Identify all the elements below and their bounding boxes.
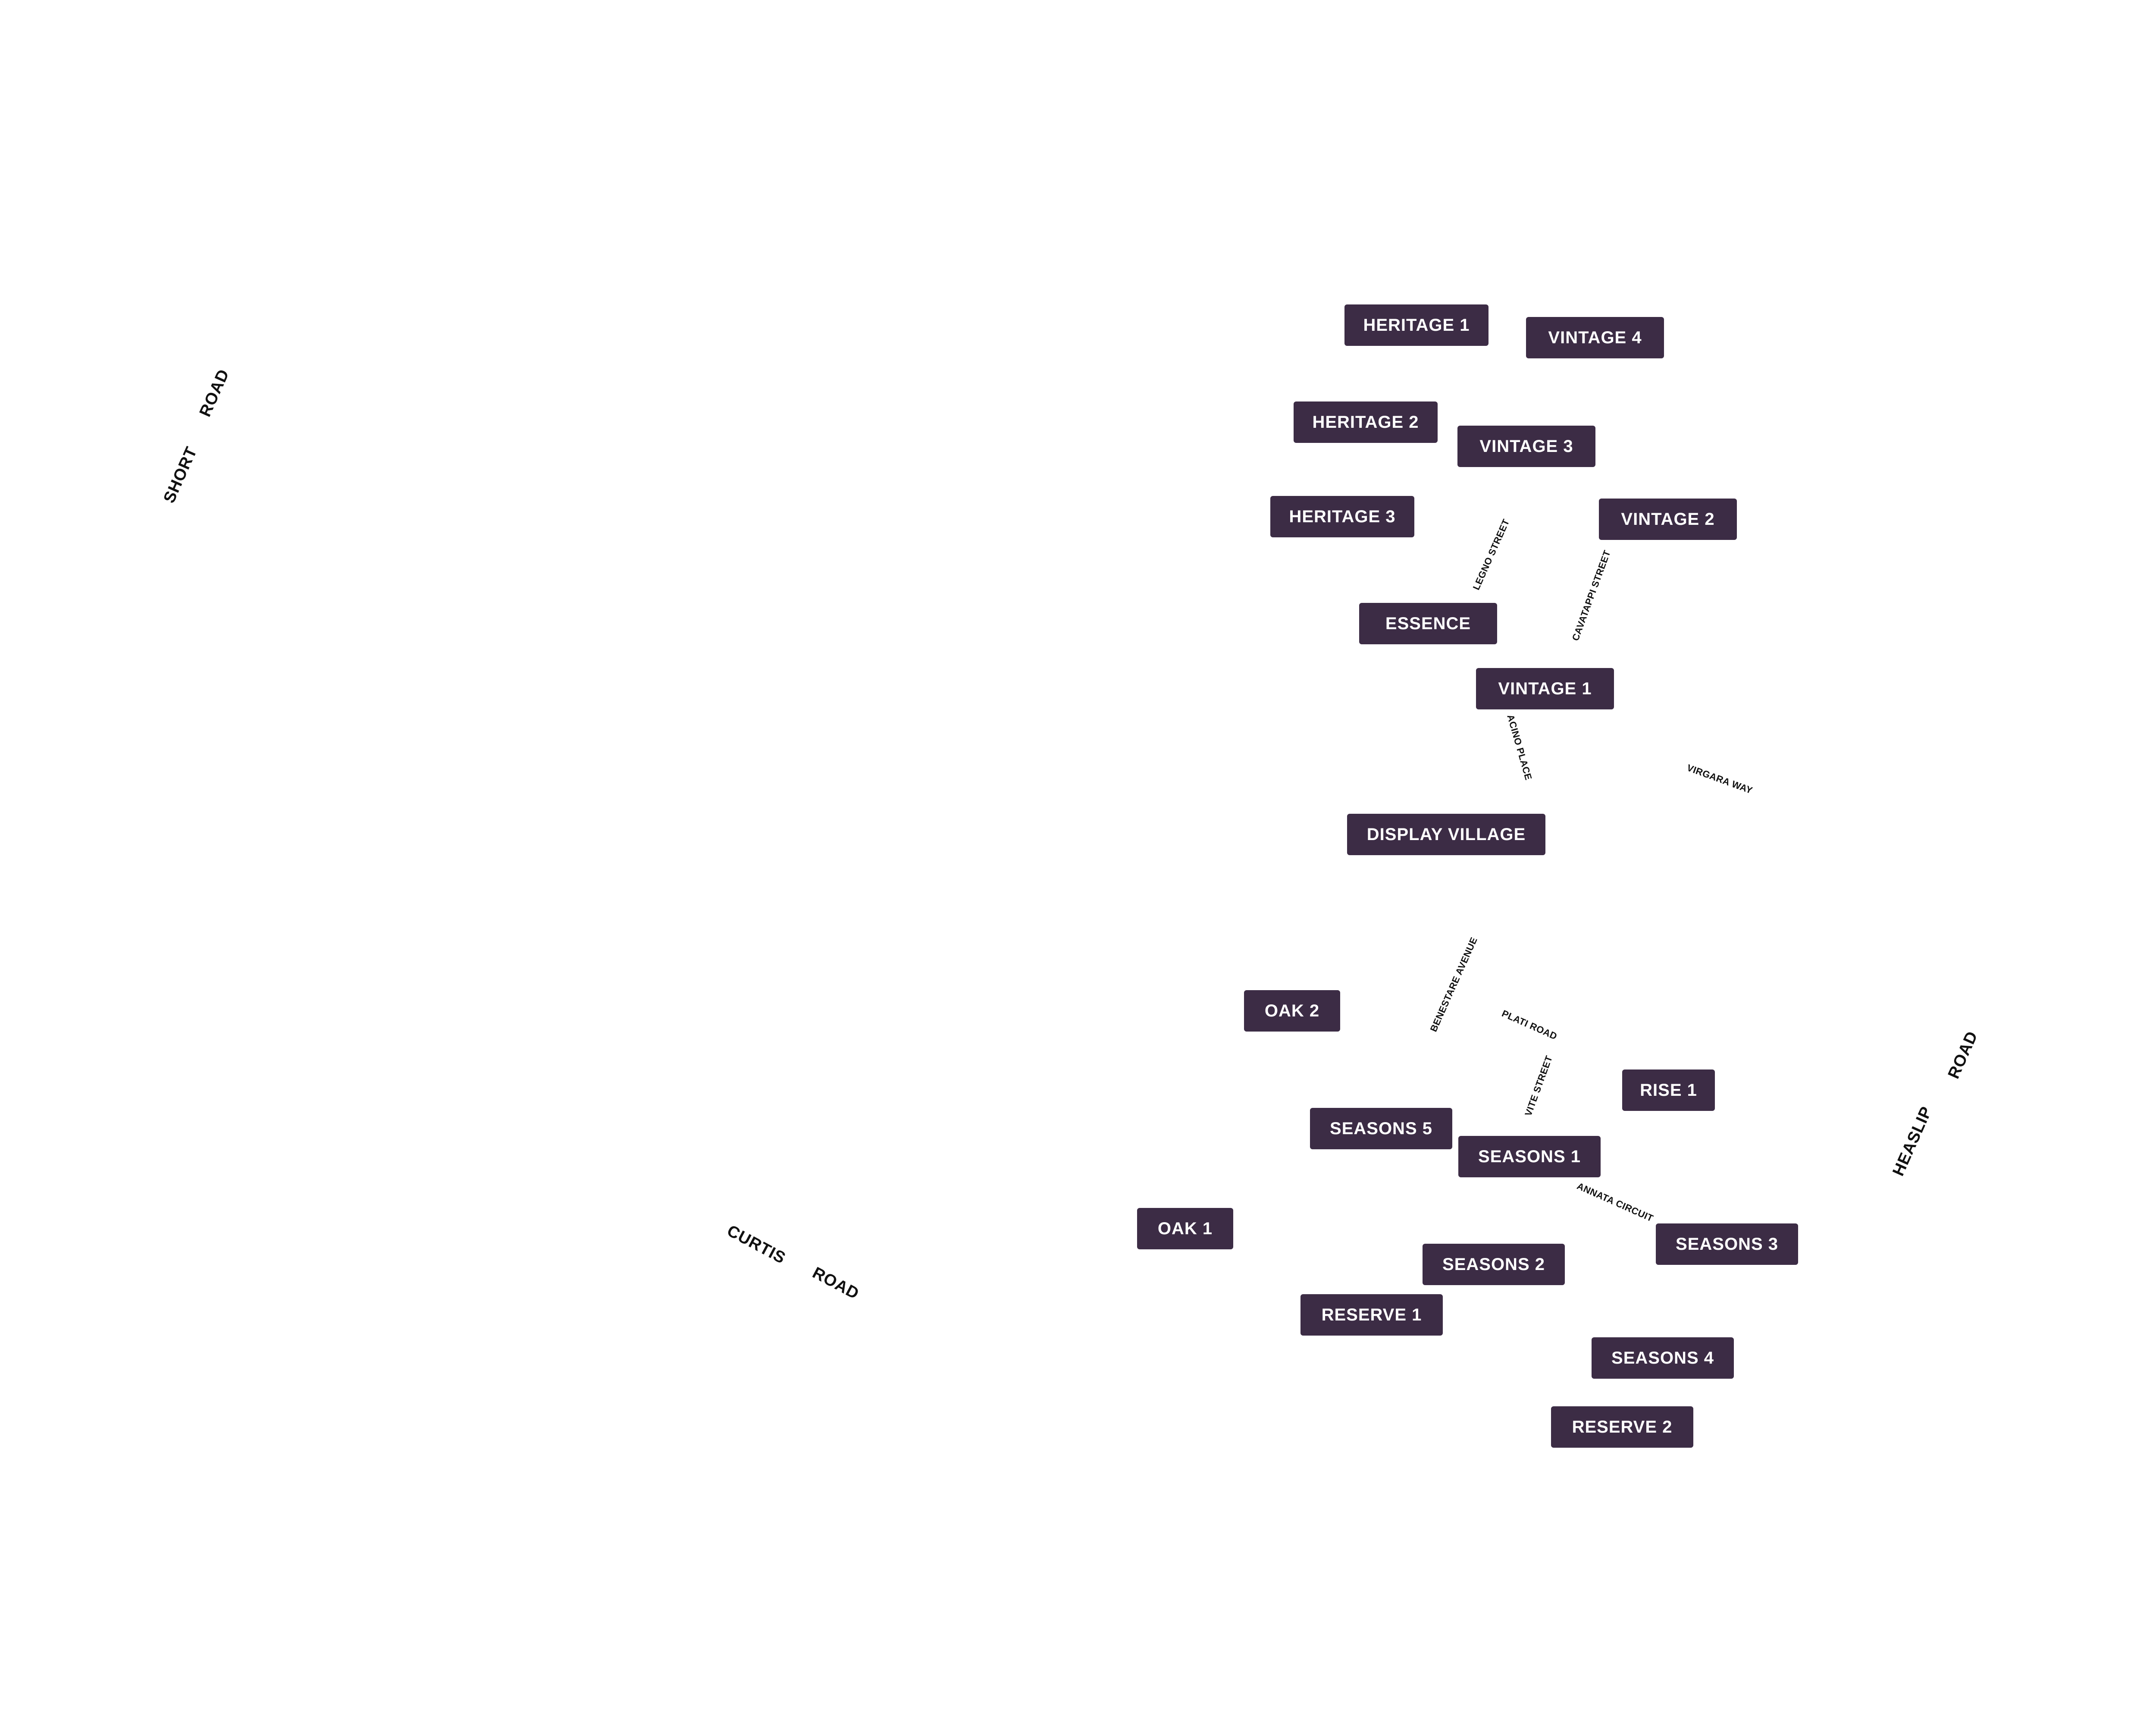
stage-label-essence[interactable]: ESSENCE [1359, 603, 1497, 644]
stage-label-seasons-5[interactable]: SEASONS 5 [1310, 1108, 1452, 1149]
stage-label-vintage-1[interactable]: VINTAGE 1 [1476, 668, 1614, 709]
street-label-cavatappi: CAVATAPPI STREET [1570, 549, 1613, 643]
street-label-legno: LEGNO STREET [1470, 517, 1512, 592]
stage-label-reserve-2[interactable]: RESERVE 2 [1551, 1406, 1693, 1448]
street-label-annata: ANNATA CIRCUIT [1575, 1180, 1655, 1224]
street-label-virgara: VIRGARA WAY [1685, 762, 1754, 796]
stage-label-oak-1[interactable]: OAK 1 [1137, 1208, 1233, 1249]
road-label-curtis: CURTIS [724, 1221, 789, 1268]
stage-label-vintage-2[interactable]: VINTAGE 2 [1599, 499, 1737, 540]
stage-label-reserve-1[interactable]: RESERVE 1 [1300, 1294, 1443, 1336]
road-label-heaslip-road: ROAD [1944, 1028, 1982, 1082]
stage-label-display-village[interactable]: DISPLAY VILLAGE [1347, 814, 1545, 855]
stage-label-seasons-2[interactable]: SEASONS 2 [1423, 1244, 1565, 1285]
stage-label-seasons-1[interactable]: SEASONS 1 [1458, 1136, 1601, 1177]
road-label-short-road: ROAD [196, 366, 233, 420]
stage-label-oak-2[interactable]: OAK 2 [1244, 990, 1340, 1032]
stage-label-heritage-1[interactable]: HERITAGE 1 [1344, 304, 1489, 346]
street-label-benestare: BENESTARE AVENUE [1428, 935, 1479, 1034]
stage-label-heritage-3[interactable]: HERITAGE 3 [1270, 496, 1414, 537]
stage-label-seasons-4[interactable]: SEASONS 4 [1592, 1337, 1734, 1379]
road-label-short: SHORT [160, 444, 201, 506]
street-label-acino: ACINO PLACE [1505, 713, 1534, 781]
stage-label-vintage-3[interactable]: VINTAGE 3 [1457, 426, 1595, 467]
stage-label-heritage-2[interactable]: HERITAGE 2 [1294, 401, 1438, 443]
street-label-plati: PLATI ROAD [1500, 1008, 1559, 1042]
stage-label-seasons-3[interactable]: SEASONS 3 [1656, 1223, 1798, 1265]
stage-label-vintage-4[interactable]: VINTAGE 4 [1526, 317, 1664, 358]
street-label-vite: VITE STREET [1523, 1054, 1555, 1118]
stage-label-rise-1[interactable]: RISE 1 [1622, 1070, 1715, 1111]
road-label-heaslip: HEASLIP [1889, 1104, 1936, 1179]
road-label-curtis-road: ROAD [809, 1264, 862, 1303]
